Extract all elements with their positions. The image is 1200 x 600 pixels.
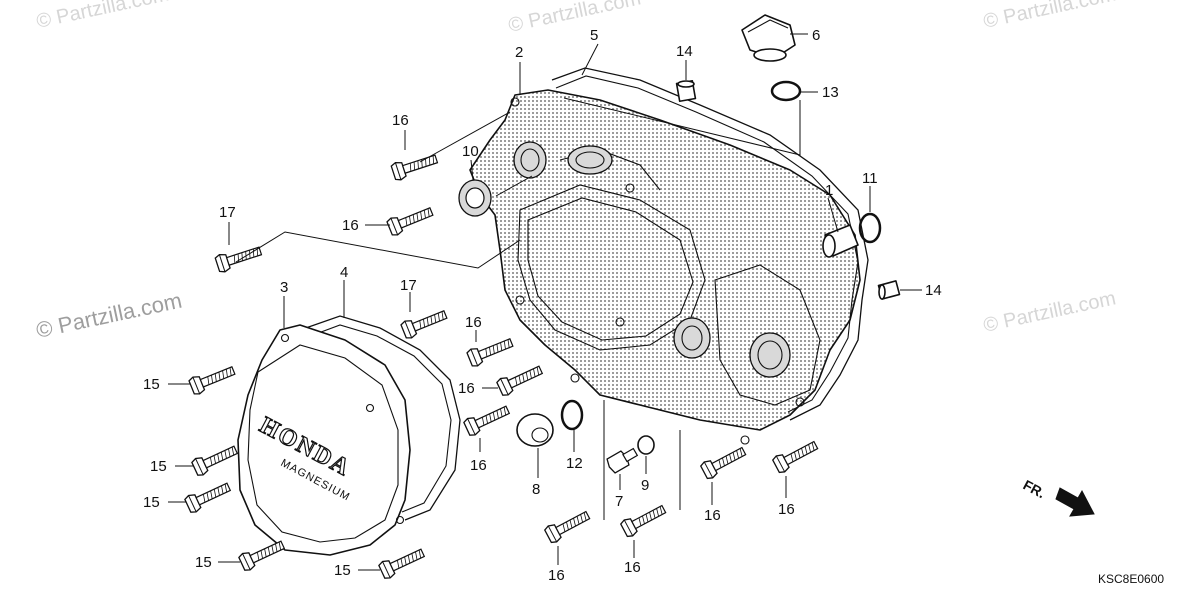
plug-8: [516, 413, 554, 447]
callout-14-top: 14: [676, 43, 693, 60]
callout-16-top: 16: [392, 112, 409, 129]
inner-cover-gasket-inner: [304, 324, 452, 513]
callout-16-right-a: 16: [704, 507, 721, 524]
front-label: FR.: [1021, 477, 1048, 502]
oil-seal-10: [458, 179, 492, 217]
crankcase-cover: [469, 89, 861, 445]
drain-bolt-7: [606, 447, 639, 474]
callout-5: 5: [590, 27, 598, 44]
bolt-16-bottom-b: [619, 500, 669, 539]
callout-17-left: 17: [219, 204, 236, 221]
oil-filler-cap: [741, 14, 796, 62]
front-arrow-icon: [1055, 487, 1095, 517]
bolt-16-bottom-a: [543, 506, 593, 545]
callout-12: 12: [566, 455, 583, 472]
bolt-16-center-a: [465, 333, 516, 369]
bolt-17-left: [214, 241, 264, 274]
bolt-16-right-a: [699, 442, 749, 481]
watermark-top-right: © Partzilla.com: [981, 0, 1117, 33]
washer-9: [637, 435, 655, 455]
callout-17-center: 17: [400, 277, 417, 294]
o-ring-13: [770, 80, 802, 102]
bolt-15-e: [377, 543, 428, 581]
watermark-top-center: © Partzilla.com: [506, 0, 642, 37]
callout-8: 8: [532, 481, 540, 498]
bolt-16-left: [385, 202, 436, 238]
o-ring-12: [560, 399, 584, 431]
bolt-15-c: [183, 477, 234, 515]
inner-cover-gasket: [299, 315, 461, 521]
callout-15-d: 15: [195, 554, 212, 571]
callout-15-e: 15: [334, 562, 351, 579]
callout-16-right-b: 16: [778, 501, 795, 518]
callout-15-b: 15: [150, 458, 167, 475]
watermark-top-left: © Partzilla.com: [34, 0, 170, 33]
dowel-pin-right: [877, 280, 901, 300]
collar-1: [822, 224, 859, 258]
callout-15-c: 15: [143, 494, 160, 511]
callout-16-center-c: 16: [470, 457, 487, 474]
callout-1: 1: [825, 182, 833, 199]
bolt-15-b: [190, 440, 241, 478]
callout-4: 4: [340, 264, 348, 281]
bolt-15-d: [237, 535, 288, 573]
callout-9: 9: [641, 477, 649, 494]
dowel-pin-top: [675, 79, 697, 103]
callout-6: 6: [812, 27, 820, 44]
front-direction-indicator: FR.: [1021, 477, 1095, 517]
callout-13: 13: [822, 84, 839, 101]
bolt-15-a: [187, 361, 238, 397]
callout-14-right: 14: [925, 282, 942, 299]
bolt-16-right-b: [771, 436, 821, 475]
callout-2: 2: [515, 44, 523, 61]
callout-15-a: 15: [143, 376, 160, 393]
callout-16-bottom-a: 16: [548, 567, 565, 584]
bolt-16-center-b: [495, 360, 546, 398]
callout-16-center-b: 16: [458, 380, 475, 397]
callout-numbers: 1 2 3 4 5 6 7 8 9 10 11 12 13 14 14 15 1…: [143, 27, 942, 584]
callout-16-left: 16: [342, 217, 359, 234]
cover-gasket-inner: [555, 75, 859, 413]
callout-7: 7: [615, 493, 623, 510]
callout-10: 10: [462, 143, 479, 160]
callout-3: 3: [280, 279, 288, 296]
callout-16-bottom-b: 16: [624, 559, 641, 576]
o-ring-11: [858, 212, 882, 244]
bolt-16-center-c: [462, 400, 513, 438]
cover-gasket: [551, 67, 869, 421]
bolt-17-center: [399, 305, 450, 341]
watermark-main-left: © Partzilla.com: [34, 288, 184, 343]
callout-16-center-a: 16: [465, 314, 482, 331]
outer-clutch-cover: HONDA MAGNESIUM: [237, 324, 411, 556]
watermark-main-right: © Partzilla.com: [981, 287, 1117, 337]
callout-11: 11: [862, 170, 878, 187]
leader-lines: [168, 33, 922, 571]
diagram-code: KSC8E0600: [1098, 572, 1164, 586]
